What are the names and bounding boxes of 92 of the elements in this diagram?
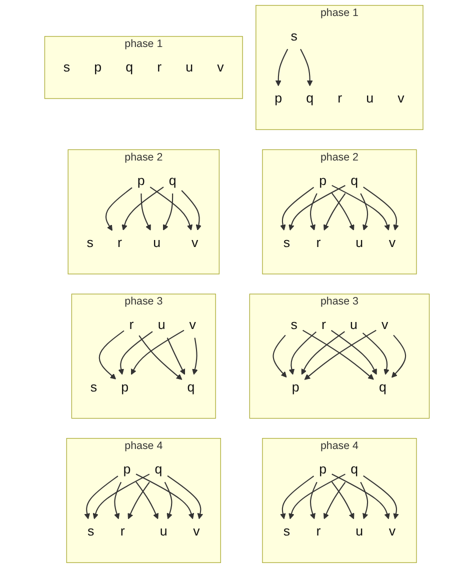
arrow — [363, 475, 399, 520]
arrow — [92, 474, 150, 520]
node-text: u — [153, 236, 161, 250]
node-text: s — [90, 380, 98, 395]
arrow — [310, 482, 318, 520]
arrow — [360, 193, 368, 230]
node-text: s — [290, 29, 298, 44]
node-text: v — [388, 236, 396, 250]
node-text: u — [160, 524, 168, 539]
node-text: s — [88, 524, 94, 539]
arrow — [280, 186, 314, 230]
node-text: p — [292, 380, 300, 395]
node-text: q — [187, 380, 195, 395]
arrow — [98, 330, 124, 380]
node-text: v — [191, 236, 198, 250]
arrow — [150, 186, 193, 230]
arrow — [272, 334, 287, 378]
node-text: u — [350, 318, 358, 332]
arrow — [391, 334, 406, 378]
node-text: q — [350, 462, 358, 477]
node-text: p — [121, 380, 129, 395]
arrow — [166, 338, 186, 375]
node-text: p — [123, 462, 131, 477]
arrow — [164, 482, 172, 520]
node-text: r — [129, 318, 134, 332]
node-text: u — [356, 524, 364, 539]
arrow — [332, 184, 390, 230]
node-text: s — [283, 524, 290, 539]
arrow — [288, 185, 346, 230]
node-text: q — [378, 380, 386, 395]
arrow — [181, 190, 202, 230]
node-text: r — [316, 236, 321, 250]
node-text: q — [154, 462, 162, 477]
arrow — [122, 186, 164, 230]
node-text: p — [274, 91, 282, 106]
arrow — [331, 481, 354, 520]
node-text: p — [319, 173, 327, 188]
node-text: r — [338, 91, 342, 106]
arrow — [300, 48, 313, 86]
arrow — [140, 193, 151, 230]
arrow — [84, 476, 118, 520]
arrow — [331, 192, 354, 230]
node-text: r — [118, 236, 122, 250]
node-text: v — [388, 524, 396, 539]
arrow — [280, 476, 314, 520]
arrow — [136, 481, 158, 520]
arrow — [362, 332, 390, 375]
arrow — [324, 193, 346, 230]
node-text: r — [157, 60, 162, 75]
node-text: v — [189, 318, 196, 332]
node-text: s — [283, 236, 290, 250]
node-text: v — [381, 318, 388, 332]
arrow — [332, 474, 390, 520]
arrow — [136, 474, 194, 520]
node-text: u — [186, 60, 194, 75]
arrow — [114, 482, 122, 520]
node-text: u — [366, 91, 374, 106]
node-text: u — [356, 236, 364, 250]
arrow — [275, 48, 288, 86]
node-text: q — [126, 60, 134, 75]
arrow — [310, 193, 318, 230]
arrow — [288, 474, 346, 520]
arrow — [105, 187, 132, 231]
arrow — [167, 475, 204, 520]
arrow — [192, 338, 198, 375]
node-text: s — [290, 318, 298, 332]
arrow — [301, 331, 345, 375]
arrow — [128, 482, 150, 520]
arrow — [163, 193, 174, 230]
node-text: q — [306, 91, 314, 106]
node-text: p — [94, 60, 102, 75]
node-text: v — [193, 524, 200, 539]
node-text: q — [168, 173, 176, 188]
node-text: s — [63, 60, 70, 75]
arrow — [131, 330, 184, 375]
node-text: p — [137, 173, 145, 188]
node-text: v — [398, 91, 404, 106]
node-text: r — [316, 524, 321, 539]
node-text: r — [321, 318, 326, 332]
arrow — [360, 482, 368, 520]
arrow — [118, 331, 153, 375]
node-text: v — [217, 60, 224, 75]
arrow — [363, 186, 399, 230]
node-text: r — [120, 524, 125, 539]
arrow — [324, 482, 346, 520]
node-text: u — [158, 318, 166, 332]
node-text: s — [86, 236, 94, 250]
node-text: q — [350, 173, 358, 188]
arrow — [138, 335, 182, 380]
node-text: p — [319, 462, 327, 477]
arrow — [288, 331, 316, 375]
arrow — [330, 330, 377, 375]
